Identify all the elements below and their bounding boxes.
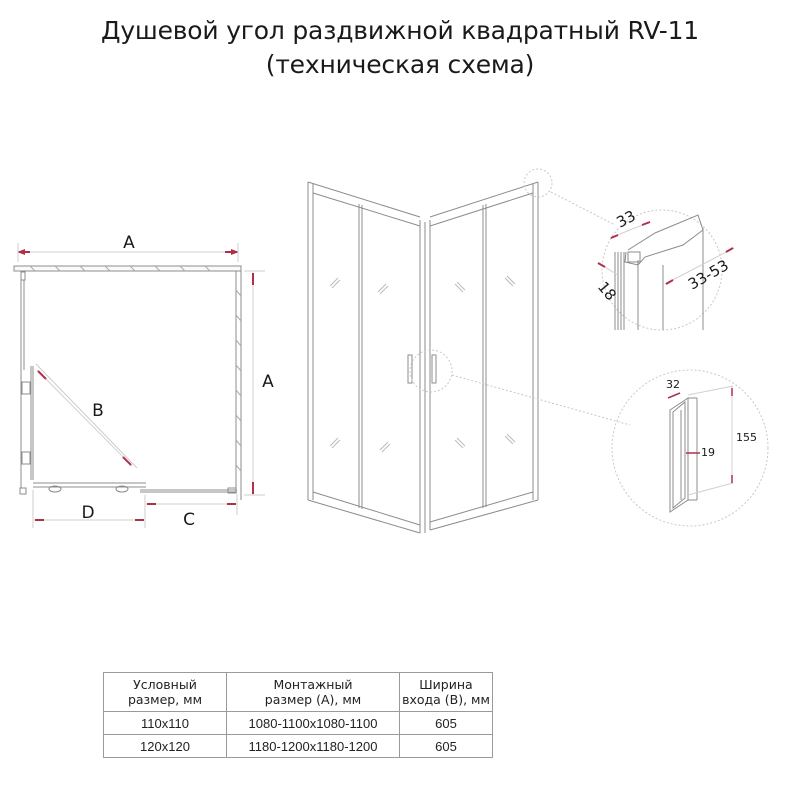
diagram-title: Душевой угол раздвижной квадратный RV-11… <box>0 14 800 82</box>
cell-mount: 1180-1200x1180-1200 <box>226 734 400 758</box>
profile-detail <box>597 214 735 330</box>
handle-detail-circle <box>611 369 769 527</box>
cell-entry: 605 <box>399 734 493 758</box>
cell-size: 120x120 <box>103 734 227 758</box>
label-a-right: A <box>262 372 274 392</box>
callouts <box>409 168 769 527</box>
table-row: 110x110 1080-1100x1080-1100 605 <box>103 711 493 735</box>
label-d: D <box>81 503 94 523</box>
profile-detail-circle <box>601 209 723 331</box>
handle-label-155: 155 <box>736 431 757 444</box>
handle-label-32: 32 <box>666 378 680 391</box>
plan-view <box>13 243 265 528</box>
handle-callout-circle <box>409 349 453 393</box>
profile-callout-circle <box>523 168 553 198</box>
label-b: B <box>92 401 104 421</box>
handle-label-19: 19 <box>701 446 715 459</box>
label-a-top: A <box>123 233 135 253</box>
cell-size: 110x110 <box>103 711 227 735</box>
profile-label-18: 18 <box>594 278 620 304</box>
isometric-view <box>307 181 539 534</box>
title-line-2: (техническая схема) <box>265 50 535 79</box>
title-line-1: Душевой угол раздвижной квадратный RV-11 <box>100 16 699 45</box>
label-c: C <box>183 510 195 530</box>
table-row: 120x120 1180-1200x1180-1200 605 <box>103 734 493 758</box>
handle-detail <box>667 385 734 513</box>
cell-entry: 605 <box>399 711 493 735</box>
cell-mount: 1080-1100x1080-1100 <box>226 711 400 735</box>
